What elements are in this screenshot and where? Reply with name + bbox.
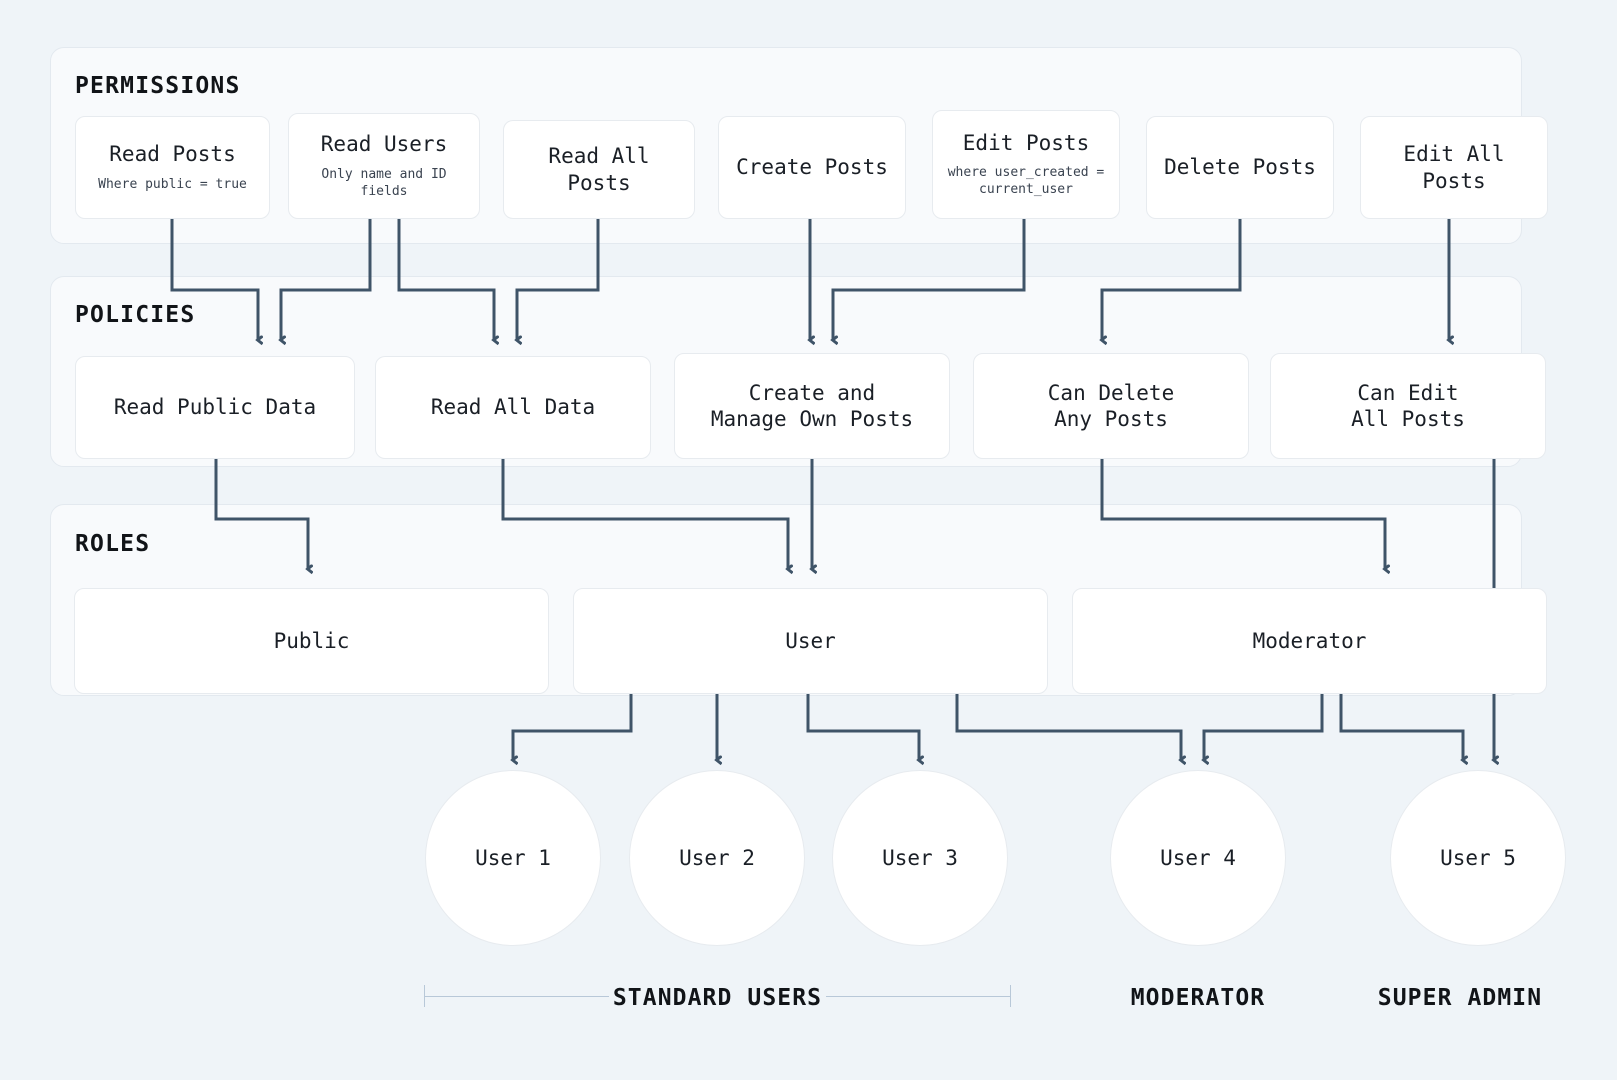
user-node-2[interactable]: User 2 [629,770,805,946]
role-card-public[interactable]: Public [74,588,549,694]
policy-title: Can Edit All Posts [1351,380,1465,431]
policies-title: POLICIES [75,302,196,328]
bracket-cap-right [1010,985,1011,1007]
role-title: Moderator [1252,628,1367,653]
policy-card-can-delete-any-posts[interactable]: Can Delete Any Posts [973,353,1249,459]
permission-subtitle: Where public = true [98,176,247,192]
policy-card-can-edit-all-posts[interactable]: Can Edit All Posts [1270,353,1546,459]
role-title: User [785,628,836,653]
permission-title: Edit Posts [962,130,1090,155]
permission-card-create-posts[interactable]: Create Posts [718,116,906,219]
role-card-moderator[interactable]: Moderator [1072,588,1547,694]
permission-card-read-users[interactable]: Read Users Only name and ID fields [288,113,480,219]
policy-title: Create and Manage Own Posts [710,380,914,431]
roles-title: ROLES [75,531,151,557]
user-node-4[interactable]: User 4 [1110,770,1286,946]
permission-subtitle: where user_created = current_user [947,165,1105,198]
user-label: User 2 [679,846,755,870]
permissions-title: PERMISSIONS [75,73,241,99]
permission-title: Create Posts [736,155,888,180]
permission-card-delete-posts[interactable]: Delete Posts [1146,116,1334,219]
permission-title: Edit All Posts [1403,142,1505,193]
policy-title: Read All Data [430,395,596,420]
user-label: User 5 [1440,846,1516,870]
policy-card-read-all-data[interactable]: Read All Data [375,356,651,459]
standard-users-bracket [424,985,1011,1007]
bracket-line-left [424,996,609,997]
user-label: User 4 [1160,846,1236,870]
group-label-standard-users: STANDARD USERS [612,985,823,1011]
permission-card-read-posts[interactable]: Read Posts Where public = true [75,116,270,219]
user-node-1[interactable]: User 1 [425,770,601,946]
permission-card-read-all-posts[interactable]: Read All Posts [503,120,695,219]
permission-card-edit-posts[interactable]: Edit Posts where user_created = current_… [932,110,1120,219]
policy-title: Read Public Data [113,395,317,420]
permission-subtitle: Only name and ID fields [321,166,447,199]
permission-title: Read Posts [109,142,236,167]
user-node-5[interactable]: User 5 [1390,770,1566,946]
permission-title: Delete Posts [1164,155,1316,180]
user-node-3[interactable]: User 3 [832,770,1008,946]
bracket-line-right [826,996,1011,997]
permission-card-edit-all-posts[interactable]: Edit All Posts [1360,116,1548,219]
policy-title: Can Delete Any Posts [1047,380,1175,431]
policy-card-create-manage-own-posts[interactable]: Create and Manage Own Posts [674,353,950,459]
user-label: User 3 [882,846,958,870]
user-label: User 1 [475,846,551,870]
permission-title: Read Users [320,132,448,157]
group-label-moderator: MODERATOR [1130,985,1266,1011]
role-title: Public [273,628,350,653]
role-card-user[interactable]: User [573,588,1048,694]
policy-card-read-public-data[interactable]: Read Public Data [75,356,355,459]
permission-title: Read All Posts [548,144,650,195]
group-label-super-admin: SUPER ADMIN [1377,985,1543,1011]
